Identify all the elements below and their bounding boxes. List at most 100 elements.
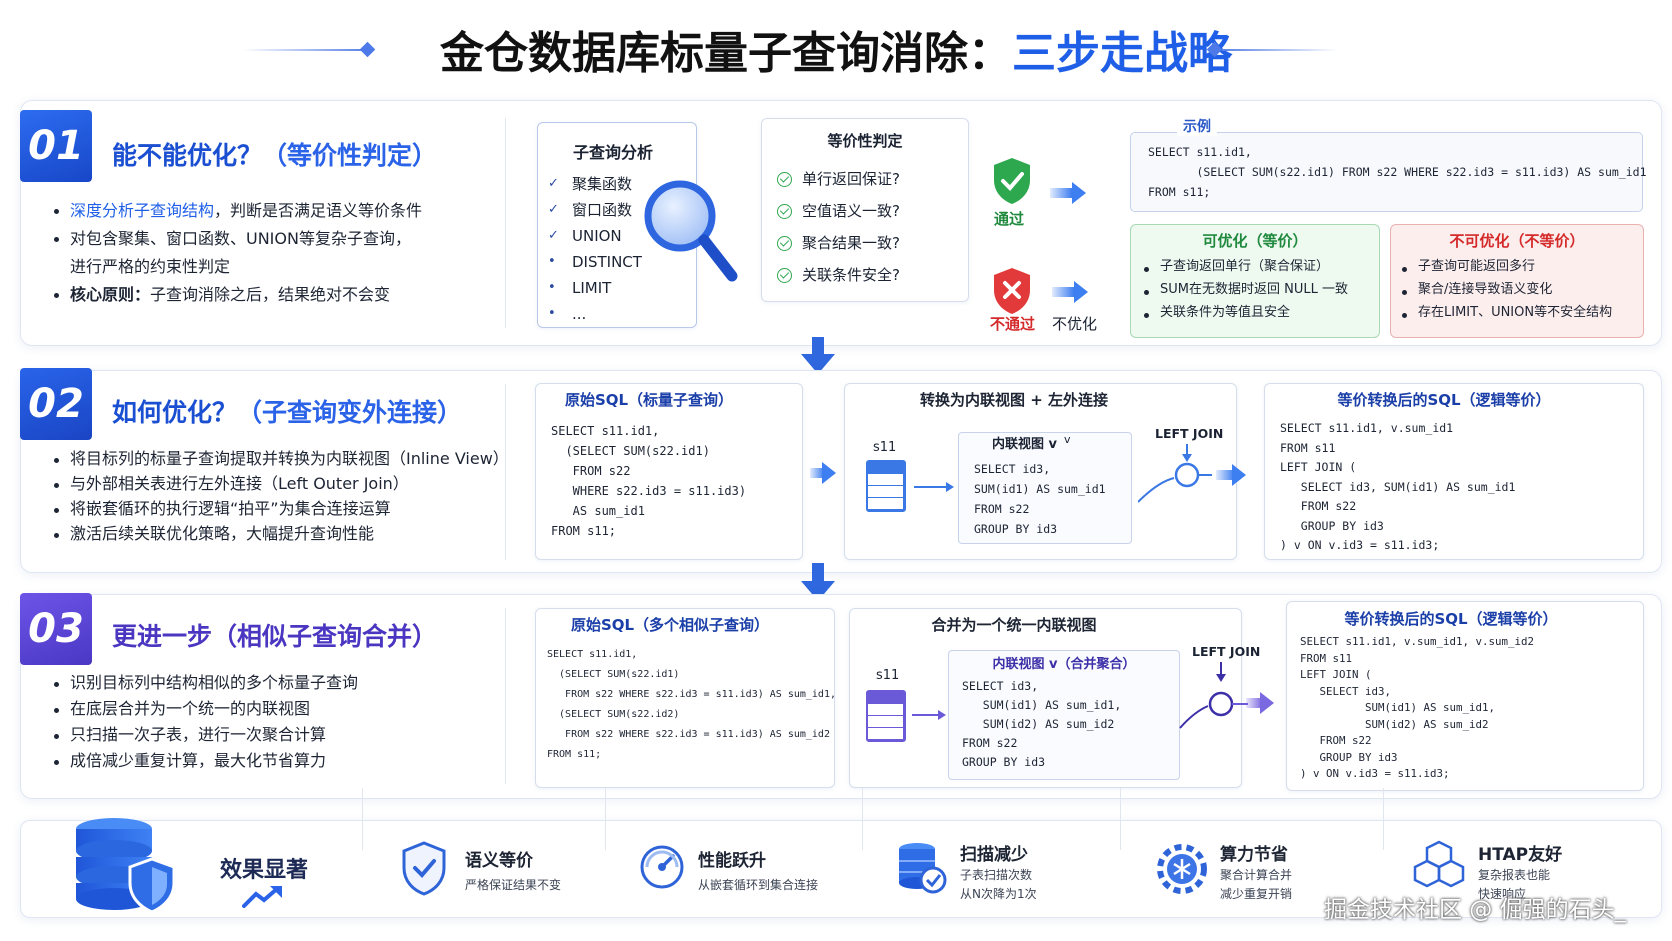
cannot-optimize-title: 不可优化（不等价） — [1449, 232, 1585, 250]
result-multi-sql-code: SELECT s11.id1, v.sum_id1, v.sum_id2 FRO… — [1300, 635, 1535, 780]
shield-check-icon — [402, 841, 446, 896]
connector-arrow — [912, 710, 946, 720]
benefit-desc: 从嵌套循环到集合连接 — [698, 878, 819, 892]
magnifier-icon — [644, 180, 738, 282]
pass-arrow — [1050, 188, 1072, 198]
analysis-item: ✓聚集函数 — [548, 171, 642, 197]
section-1-heading: 能不能优化？（等价性判定） — [112, 141, 438, 170]
bullet: 核心原则：子查询消除之后，结果绝对不会变 — [52, 281, 492, 309]
pass-shield-icon — [994, 158, 1030, 204]
divider — [362, 788, 363, 850]
benefit-title: 算力节省 — [1220, 845, 1288, 865]
check-circle-icon — [777, 236, 792, 251]
table-icon — [866, 690, 906, 742]
flow-arrow — [810, 468, 824, 478]
down-arrow-2-shaft — [812, 563, 824, 581]
divider — [1120, 788, 1121, 850]
flow-arrow-head — [1260, 692, 1274, 714]
benefit-title: 语义等价 — [465, 851, 533, 871]
original-sql-code: SELECT s11.id1, (SELECT SUM(s22.id1) FRO… — [551, 424, 747, 538]
table-s11-label: s11 — [873, 440, 897, 455]
pass-arrow-head — [1072, 182, 1086, 204]
chevron-down-icon: v — [1064, 433, 1071, 446]
equivalence-panel — [761, 118, 969, 302]
result-sql-title: 等价转换后的SQL（逻辑等价） — [1337, 391, 1551, 409]
list-item: 与外部相关表进行左外连接（Left Outer Join） — [52, 471, 512, 496]
inline-view-box — [958, 432, 1132, 544]
benefit-title: HTAP友好 — [1478, 845, 1563, 865]
list-item: 子查询可能返回多行 — [1400, 255, 1644, 278]
down-arrow-1 — [801, 354, 835, 374]
divider — [505, 608, 506, 784]
divider — [605, 788, 606, 850]
cannot-optimize-box — [1390, 224, 1644, 338]
equivalence-list: 单行返回保证?空值语义一致?聚合结果一致?关联条件安全? — [777, 163, 900, 291]
original-sql-title: 原始SQL（标量子查询） — [564, 391, 734, 409]
watermark: 掘金技术社区 @ 倔强的石头_ — [1324, 897, 1627, 923]
example-label: 示例 — [1177, 116, 1217, 136]
original-sql-panel — [535, 383, 803, 560]
fail-shield-icon — [994, 268, 1030, 314]
benefits-main-title: 效果显著 — [220, 858, 309, 883]
down-arrow-1-shaft — [812, 337, 824, 355]
database-scan-icon — [899, 843, 947, 894]
join-symbol — [1179, 662, 1248, 729]
step-badge-1: 01 — [20, 110, 92, 182]
merged-view-box — [948, 650, 1180, 780]
divider — [505, 118, 506, 328]
benefit-title: 扫描减少 — [960, 845, 1028, 865]
analysis-item: ✓UNION — [548, 223, 642, 249]
check-circle-icon — [777, 204, 792, 219]
fail-label: 不通过 — [990, 315, 1036, 333]
pass-label: 通过 — [994, 210, 1025, 228]
benefits-bar — [20, 820, 1662, 918]
step-badge-3: 03 — [20, 593, 92, 665]
flow-arrow — [1216, 470, 1234, 480]
equivalence-item: 聚合结果一致? — [777, 227, 900, 259]
benefit-desc: 聚合计算合并 减少重复开销 — [1220, 868, 1293, 901]
original-multi-sql-panel — [535, 608, 835, 788]
bullet: 对包含聚集、窗口函数、UNION等复杂子查询，进行严格的约束性判定 — [52, 225, 492, 281]
can-optimize-list: 子查询返回单行（聚合保证）SUM在无数据时返回 NULL 一致关联条件为等值且安… — [1142, 255, 1378, 324]
can-optimize-title: 可优化（等价） — [1202, 232, 1308, 250]
left-join-label: LEFT JOIN — [1192, 644, 1261, 659]
equivalence-item: 单行返回保证? — [777, 163, 900, 195]
list-item: 在底层合并为一个统一的内联视图 — [52, 696, 512, 722]
flow-arrow-head — [822, 462, 836, 484]
equivalence-title: 等价性判定 — [827, 132, 903, 150]
result-sql-code: SELECT s11.id1, v.sum_id1 FROM s11 LEFT … — [1280, 421, 1516, 552]
section-3-bullets: 识别目标列中结构相似的多个标量子查询在底层合并为一个统一的内联视图只扫描一次子表… — [52, 670, 512, 774]
title-main: 金仓数据库标量子查询消除： — [440, 28, 1012, 79]
original-multi-sql-title: 原始SQL（多个相似子查询） — [570, 616, 770, 634]
check-icon: ✓ — [548, 228, 559, 243]
bullet-dot-icon: • — [548, 306, 556, 321]
analysis-item: ✓窗口函数 — [548, 197, 642, 223]
benefit-desc: 子表扫描次数 从N次降为1次 — [960, 868, 1037, 901]
step-badge-2: 02 — [20, 368, 92, 440]
list-item: SUM在无数据时返回 NULL 一致 — [1142, 278, 1378, 301]
result-multi-sql-panel — [1286, 601, 1644, 791]
divider — [1383, 788, 1384, 850]
example-box — [1130, 132, 1643, 212]
title-line-left — [243, 49, 365, 51]
benefit-title: 性能跃升 — [698, 851, 766, 871]
fail-arrow — [1052, 287, 1074, 297]
analysis-item: •... — [548, 301, 642, 327]
list-item: 将目标列的标量子查询提取并转换为内联视图（Inline View） — [52, 446, 512, 471]
section-1-bullets: 深度分析子查询结构，判断是否满足语义等价条件 对包含聚集、窗口函数、UNION等… — [52, 197, 492, 309]
join-symbol — [1138, 444, 1212, 503]
list-item: 聚合/连接导致语义变化 — [1400, 278, 1644, 301]
divider — [505, 384, 506, 560]
divider — [862, 788, 863, 850]
table-icon — [866, 460, 906, 512]
left-join-label: LEFT JOIN — [1155, 426, 1224, 441]
bullet-dot-icon: • — [548, 254, 556, 269]
merge-view-panel-title: 合并为一个统一内联视图 — [931, 616, 1097, 634]
bullet: 深度分析子查询结构，判断是否满足语义等价条件 — [52, 197, 492, 225]
check-circle-icon — [777, 172, 792, 187]
equivalence-item: 空值语义一致? — [777, 195, 900, 227]
database-shield-icon — [76, 818, 176, 914]
analysis-title: 子查询分析 — [573, 143, 654, 162]
inline-view-panel-title: 转换为内联视图 + 左外连接 — [919, 391, 1108, 409]
cube-cluster-icon — [1413, 840, 1465, 888]
